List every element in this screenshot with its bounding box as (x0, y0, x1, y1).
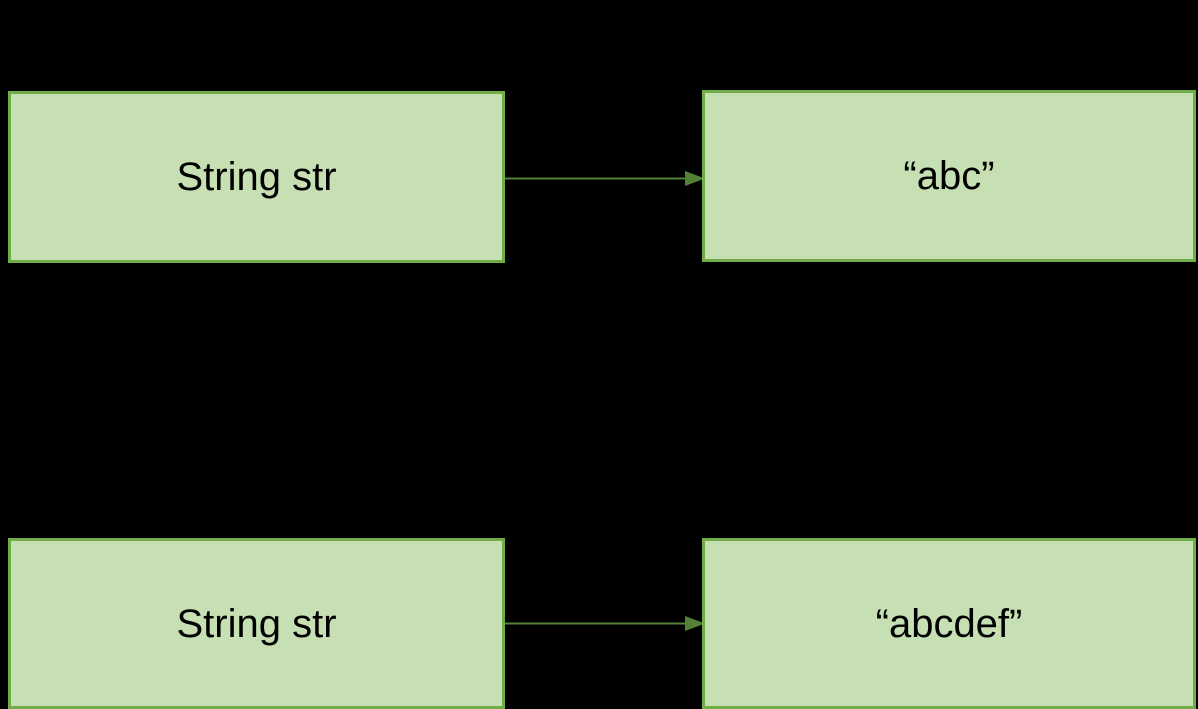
right-arrow-icon (505, 616, 705, 631)
value-label: “abc” (903, 154, 995, 198)
variable-box-bottom: String str (8, 538, 505, 709)
variable-box-top: String str (8, 91, 505, 263)
value-label: “abcdef” (875, 601, 1023, 646)
value-box-bottom: “abcdef” (702, 538, 1196, 709)
right-arrow-icon (505, 171, 705, 186)
variable-label: String str (176, 155, 337, 199)
variable-label: String str (176, 601, 337, 646)
value-box-top: “abc” (702, 90, 1196, 262)
